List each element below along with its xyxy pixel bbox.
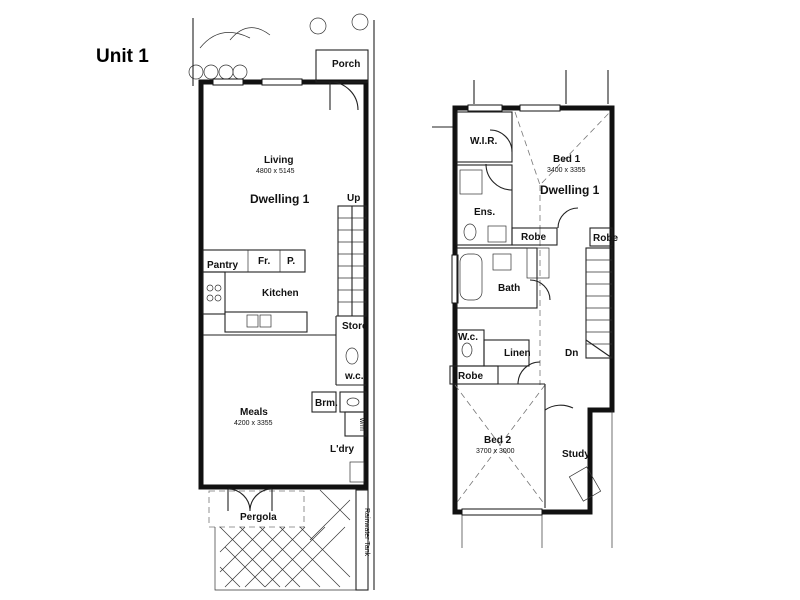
ensuite-room [456,164,513,246]
kitchen-benches [202,249,336,336]
label-pantry-short: P. [287,256,295,267]
ground-service-rooms [311,315,367,483]
ground-stairs [337,205,367,317]
label-meals-size: 4200 x 3355 [234,420,273,427]
pergola [208,488,360,591]
label-pantry: Pantry [207,260,239,271]
label-laundry: L'dry [330,444,354,455]
ground-outer-wall [198,79,369,490]
label-bed1-size: 3400 x 3355 [547,167,586,174]
label-living: Living [264,155,293,166]
label-robe-2: Robe [458,371,483,382]
label-robe-1: Robe [521,232,546,243]
label-study: Study [562,449,590,460]
label-robe-3: Robe [593,233,618,244]
label-down: Dn [565,348,578,359]
label-linen: Linen [504,348,531,359]
label-pergola: Pergola [240,512,277,523]
robe-1 [511,227,558,246]
label-bed1: Bed 1 [553,154,581,165]
ground-floor-plan: Porch Living 4800 x 5145 Dwelling 1 Up P… [188,13,375,591]
label-ensuite: Ens. [474,207,495,218]
label-bed2-size: 3700 x 3000 [476,448,515,455]
wir-room [456,111,513,163]
label-dwelling-first: Dwelling 1 [540,183,600,197]
label-dwelling-ground: Dwelling 1 [250,192,310,206]
bath-room [456,247,538,309]
label-wir: W.I.R. [470,136,497,147]
first-floor-plan: W.I.R. Bed 1 3400 x 3355 Dwelling 1 Ens.… [432,70,618,548]
label-wc-ground: w.c. [344,371,364,382]
label-porch: Porch [332,59,360,70]
first-stairs [585,247,613,359]
first-outer-wall [452,105,615,515]
label-wc-first: W.c. [458,332,478,343]
label-broom: Brm. [315,398,338,409]
page-title: Unit 1 [96,46,149,67]
label-meals: Meals [240,407,268,418]
rainwater-tank [355,489,369,591]
label-rainwater-tank: Rainwater Tank [363,508,370,557]
label-kitchen: Kitchen [262,288,299,299]
label-fridge: Fr. [258,256,270,267]
porch-outline [315,49,369,83]
label-washer: w/m [358,417,365,431]
robe-3 [589,227,613,247]
label-bath: Bath [498,283,520,294]
linen-cupboard [483,339,530,367]
label-up: Up [347,193,360,204]
label-living-size: 4800 x 5145 [256,168,295,175]
label-store: Store [342,321,368,332]
label-bed2: Bed 2 [484,435,512,446]
